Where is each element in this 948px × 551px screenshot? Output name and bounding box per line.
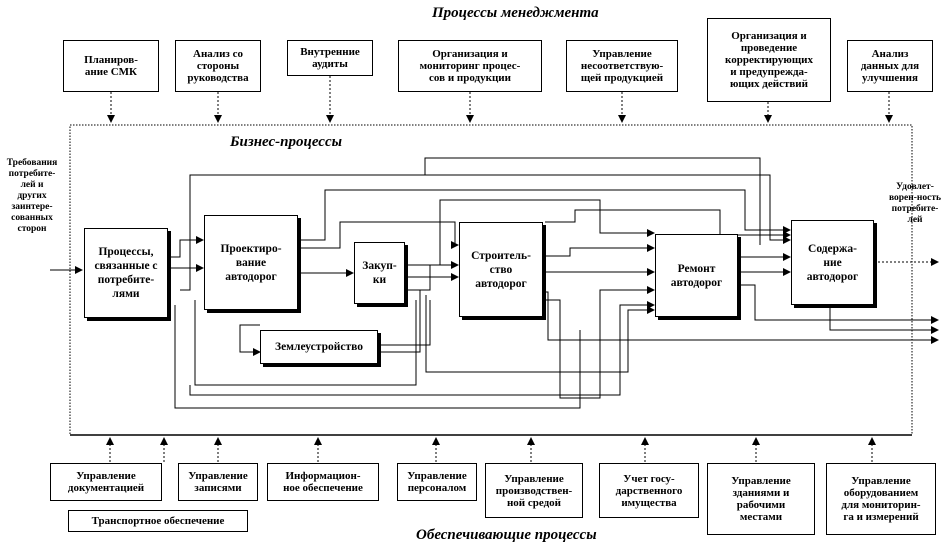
management-box-monitoring[interactable]: Организация и мониторинг процес- сов и п… <box>398 40 542 92</box>
support-title: Обеспечивающие процессы <box>416 527 597 543</box>
support-box-equipment[interactable]: Управление оборудованием для мониторин- … <box>826 463 936 535</box>
management-box-corrective[interactable]: Организация и проведение корректирующих … <box>707 18 831 102</box>
management-title: Процессы менеджмента <box>432 5 599 21</box>
process-customer[interactable]: Процессы, связанные с потребите- лями <box>84 228 168 318</box>
customer-requirements-label: Требования потребите- лей и других заинт… <box>6 158 58 234</box>
process-maintenance[interactable]: Содержа- ние автодорог <box>791 220 874 305</box>
business-title: Бизнес-процессы <box>230 134 343 150</box>
support-box-information[interactable]: Информацион- ное обеспечение <box>267 463 379 501</box>
customer-satisfaction-label: Удовлет- ворен-ность потребите- лей <box>888 182 942 225</box>
management-box-review[interactable]: Анализ со стороны руководства <box>175 40 261 92</box>
process-design[interactable]: Проектиро- вание автодорог <box>204 215 298 310</box>
support-box-documentation[interactable]: Управление документацией <box>50 463 162 501</box>
management-box-planning[interactable]: Планиров- ание СМК <box>63 40 159 92</box>
support-box-transport[interactable]: Транспортное обеспечение <box>68 510 248 532</box>
support-box-personnel[interactable]: Управление персоналом <box>397 463 477 501</box>
support-box-buildings[interactable]: Управление зданиями и рабочими местами <box>707 463 815 535</box>
management-box-audits[interactable]: Внутренние аудиты <box>287 40 373 76</box>
process-purchase[interactable]: Закуп- ки <box>354 242 405 304</box>
support-box-environment[interactable]: Управление производствен- ной средой <box>485 463 583 518</box>
process-repair[interactable]: Ремонт автодорог <box>655 234 738 317</box>
management-box-nonconforming[interactable]: Управление несоответствую- щей продукцие… <box>566 40 678 92</box>
management-box-improvement[interactable]: Анализ данных для улучшения <box>847 40 933 92</box>
support-box-records[interactable]: Управление записями <box>178 463 258 501</box>
process-construction[interactable]: Строитель- ство автодорог <box>459 222 543 317</box>
support-box-state-property[interactable]: Учет госу- дарственного имущества <box>599 463 699 518</box>
process-land-management[interactable]: Землеустройство <box>260 330 378 364</box>
